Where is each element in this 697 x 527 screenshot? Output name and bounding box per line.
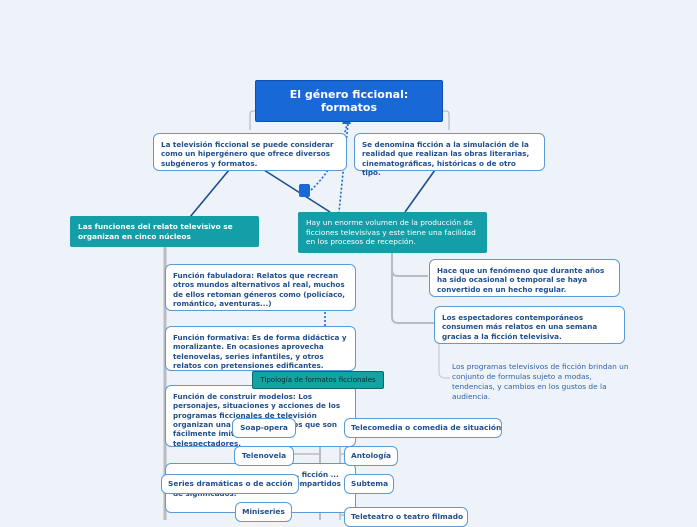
tipo-soap-opera[interactable]: Soap-opera — [232, 418, 296, 438]
volumen-branch-1 — [391, 249, 428, 277]
funcion-fabuladora[interactable]: Función fabuladora: Relatos que recrean … — [165, 264, 356, 311]
tipo-subtema[interactable]: Subtema — [344, 474, 394, 494]
top-left-topic[interactable]: La televisión ficcional se puede conside… — [153, 133, 347, 171]
volumen-item-1[interactable]: Hace que un fenómeno que durante años ha… — [429, 259, 620, 297]
tipologia-label[interactable]: Tipología de formatos ficcionales — [252, 371, 384, 389]
volumen-header[interactable]: Hay un enorme volumen de la producción d… — [298, 212, 487, 253]
volumen-item-2[interactable]: Los espectadores contemporáneos consumen… — [434, 306, 625, 344]
volumen-note: Los programas televisivos de ficción bri… — [452, 362, 629, 401]
funciones-header[interactable]: Las funciones del relato televisivo se o… — [70, 216, 259, 248]
link-top-left-volumen — [263, 169, 331, 213]
center-node-handle[interactable] — [299, 184, 310, 197]
tipo-telecomedia[interactable]: Telecomedia o comedia de situación — [344, 418, 502, 438]
tipo-teleteatro[interactable]: Teleteatro o teatro filmado — [344, 507, 468, 527]
top-right-topic[interactable]: Se denomina ficción a la simulación de l… — [354, 133, 545, 177]
funcion-construir-modelos[interactable]: Función de construir modelos: Los person… — [165, 385, 356, 447]
funcion-formativa[interactable]: Función formativa: Es de forma didáctica… — [165, 326, 356, 371]
link-top-left-funciones — [189, 169, 230, 218]
link-top-right-volumen — [404, 169, 436, 213]
tipo-series-dramaticas[interactable]: Series dramáticas o de acción — [161, 474, 299, 494]
tipo-telenovela[interactable]: Telenovela — [234, 446, 294, 466]
volumen-note-branch — [438, 343, 450, 379]
volumen-branch-2 — [391, 270, 434, 324]
tipo-miniseries[interactable]: Miniseries — [235, 502, 292, 522]
tipo-antologia[interactable]: Antología — [344, 446, 398, 466]
root-topic[interactable]: El género ficcional: formatos — [255, 80, 443, 122]
